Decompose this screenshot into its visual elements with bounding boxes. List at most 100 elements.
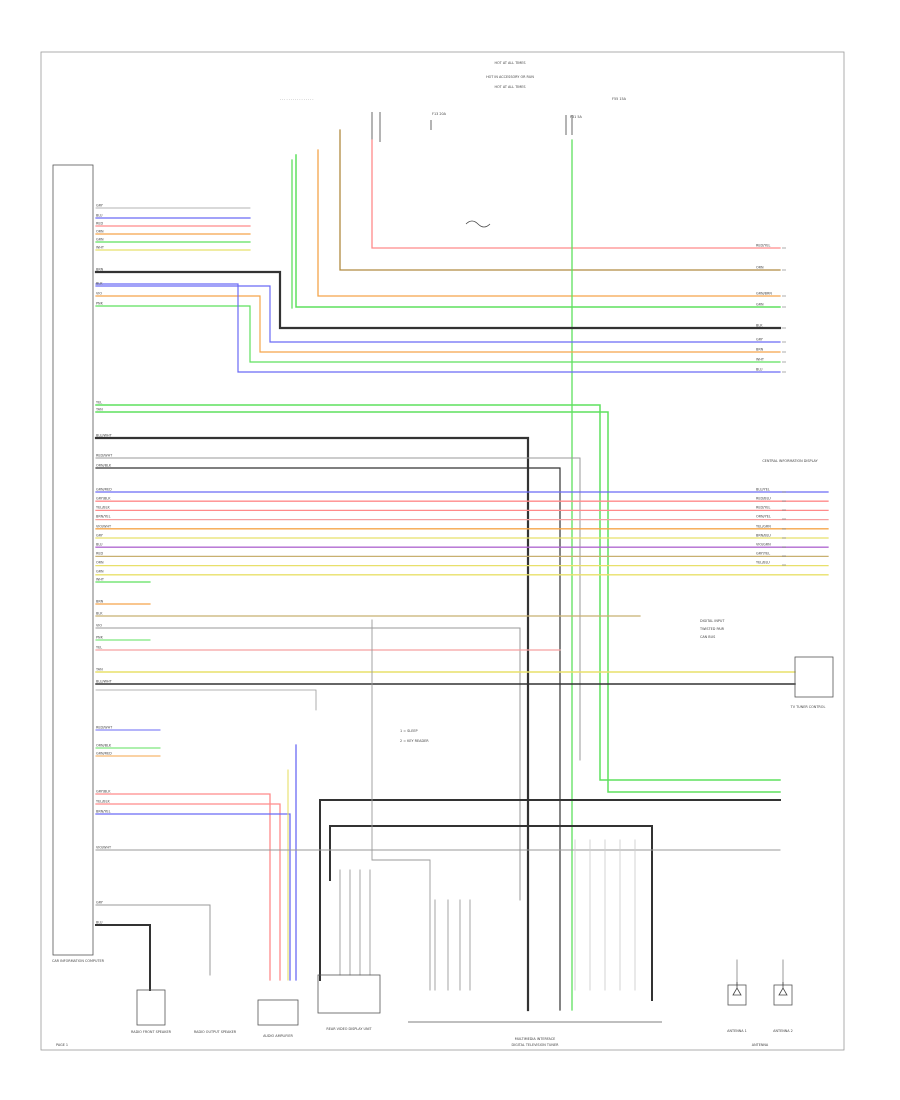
left-pin-label: YEL xyxy=(96,646,102,650)
mid-label-3: CAN BUS xyxy=(700,635,715,639)
left-pin-label: BLK xyxy=(96,282,103,286)
right-pin-label: YEL/GRN xyxy=(756,525,771,529)
left-pin-label: GRY/BLK xyxy=(96,497,111,501)
left-pin-label: TAN xyxy=(95,408,103,412)
left-pin-label: BRN xyxy=(96,600,104,604)
wire-blu-amp xyxy=(95,813,291,981)
wire-rvd-long xyxy=(371,619,431,991)
wire-blk-low-2 xyxy=(329,825,653,1001)
top-connector-label: · · · · · · · · · · · · · · · · xyxy=(280,98,313,102)
left-pin-label: BLU/WHT xyxy=(96,680,113,684)
radio-front-speaker-box xyxy=(136,989,166,1026)
left-pin-label: BLU xyxy=(96,543,103,547)
wire-blk-bus xyxy=(94,270,782,330)
left-pin-label: GRY xyxy=(96,901,104,905)
left-pin-label: BLU/WHT xyxy=(96,434,113,438)
radio-output-speaker-label: RADIO OUTPUT SPEAKER xyxy=(194,1030,237,1034)
digital-tv-tuner-label: DIGITAL TELEVISION TUNER xyxy=(512,1043,560,1047)
right-pin-label: ORN/YEL xyxy=(756,515,771,519)
note-2: 2 = KEY READER xyxy=(400,739,429,743)
antenna-1-icon xyxy=(732,982,742,996)
wire-red-power xyxy=(371,139,781,249)
left-pin-label: BRN xyxy=(96,268,104,272)
left-pin-label: GRY/BLK xyxy=(96,790,111,794)
left-pin-label: BRN/YEL xyxy=(96,515,111,519)
right-pin-label: GRY/YEL xyxy=(756,552,770,556)
left-pin-label: ORN xyxy=(96,561,104,565)
left-pin-label: BLK xyxy=(96,612,103,616)
header-line-2: HOT IN ACCESSORY OR RUN xyxy=(486,75,534,79)
left-pin-label: RED xyxy=(96,552,103,556)
right-pin-labels: RED/YELORNGRN/BRNGRNBLKGRYBRNWHTBLUBLU/Y… xyxy=(756,244,786,566)
mid-label-1: DIGITAL INPUT xyxy=(700,619,725,623)
left-pin-label: GRN/RED xyxy=(96,752,112,756)
right-pin-label: GRY xyxy=(756,338,764,342)
left-pin-label: VIO/WHT xyxy=(96,846,112,850)
fuse-label-3: F55 15A xyxy=(612,97,627,101)
wire-dk-vert-2 xyxy=(95,467,561,1011)
wire-blu-2 xyxy=(95,285,781,343)
right-pin-label: YEL/BLU xyxy=(756,561,770,565)
wire-gry-vert-1 xyxy=(95,457,581,761)
central-info-display-label: CENTRAL INFORMATION DISPLAY xyxy=(762,459,818,463)
left-pin-label: PNK xyxy=(96,636,104,640)
right-pin-label: BRN xyxy=(756,348,764,352)
left-pin-label: TAN xyxy=(95,668,103,672)
right-pin-label: VIO/GRN xyxy=(756,543,771,547)
left-pin-label: YEL xyxy=(96,401,102,405)
wire-blk-vert-1 xyxy=(94,436,530,1012)
radio-front-speaker-label: RADIO FRONT SPEAKER xyxy=(131,1030,172,1034)
antenna-group-label: ANTENNA xyxy=(752,1043,769,1047)
main-unit-label: CAR INFORMATION COMPUTER xyxy=(52,959,105,963)
page-label: PAGE 1 xyxy=(56,1043,68,1047)
wire-layer xyxy=(94,129,829,1012)
left-pin-label: GRY xyxy=(96,204,104,208)
left-pin-label: ORN/BLK xyxy=(96,744,112,748)
mid-label-2: TWISTED PAIR xyxy=(699,627,725,631)
multimedia-interface-label: MULTIMEDIA INTERFACE xyxy=(515,1037,556,1041)
right-pin-label: RED/YEL xyxy=(756,506,770,510)
audio-amplifier-label: AUDIO AMPLIFIER xyxy=(263,1034,293,1038)
left-pin-label: PNK xyxy=(96,302,104,306)
left-pin-label: GRY xyxy=(96,534,104,538)
header-line-1: HOT AT ALL TIMES xyxy=(494,61,525,65)
tv-tuner-control-label: TV TUNER CONTROL xyxy=(790,705,826,709)
wire-grn-2 xyxy=(95,305,781,363)
left-pin-label: VIO xyxy=(96,624,102,628)
rear-video-display-box xyxy=(317,974,381,1014)
antenna-1-label: ANTENNA 1 xyxy=(727,1029,747,1033)
wire-orn-2 xyxy=(95,295,781,353)
right-pin-label: WHT xyxy=(756,358,765,362)
left-pin-label: GRN xyxy=(96,570,104,574)
antenna-2-icon xyxy=(778,982,788,996)
wire-grn-1 xyxy=(295,154,781,308)
wire-blk-low-1 xyxy=(319,799,781,981)
left-pin-label: RED/WHT xyxy=(96,454,113,458)
left-pin-labels: GRYBLUREDORNGRNWHTBRNBLKVIOPNKYELTANBLU/… xyxy=(95,204,113,925)
wire-red-amp-1 xyxy=(95,793,271,981)
tv-tuner-control-box xyxy=(794,656,834,698)
wire-red-amp-2 xyxy=(95,803,281,981)
header-line-3: HOT AT ALL TIMES xyxy=(494,85,525,89)
rear-video-display-label: REAR VIDEO DISPLAY UNIT xyxy=(326,1027,372,1031)
fuse-label-1: F13 20A xyxy=(432,112,447,116)
right-pin-label: RED/BLU xyxy=(756,497,771,501)
left-pin-label: BRN/YEL xyxy=(96,810,111,814)
main-unit-box xyxy=(52,164,94,956)
right-pin-label: ORN xyxy=(756,266,764,270)
antenna-2-label: ANTENNA 2 xyxy=(773,1029,793,1033)
wire-brn xyxy=(339,129,781,271)
fuse-label-2: F31 5A xyxy=(570,115,582,119)
right-pin-label: BLK xyxy=(756,324,763,328)
left-pin-label: RED/WHT xyxy=(96,726,113,730)
right-pin-label: RED/YEL xyxy=(756,244,770,248)
left-pin-label: RED xyxy=(96,222,103,226)
wire-mid-7 xyxy=(95,689,317,711)
right-pin-label: BLU/YEL xyxy=(756,488,770,492)
left-pin-label: BLU xyxy=(96,214,103,218)
left-pin-label: VIO xyxy=(96,292,102,296)
wire-grn-pair-2 xyxy=(95,411,781,793)
wire-blu-3 xyxy=(95,283,781,373)
right-pin-label: GRN xyxy=(756,303,764,307)
